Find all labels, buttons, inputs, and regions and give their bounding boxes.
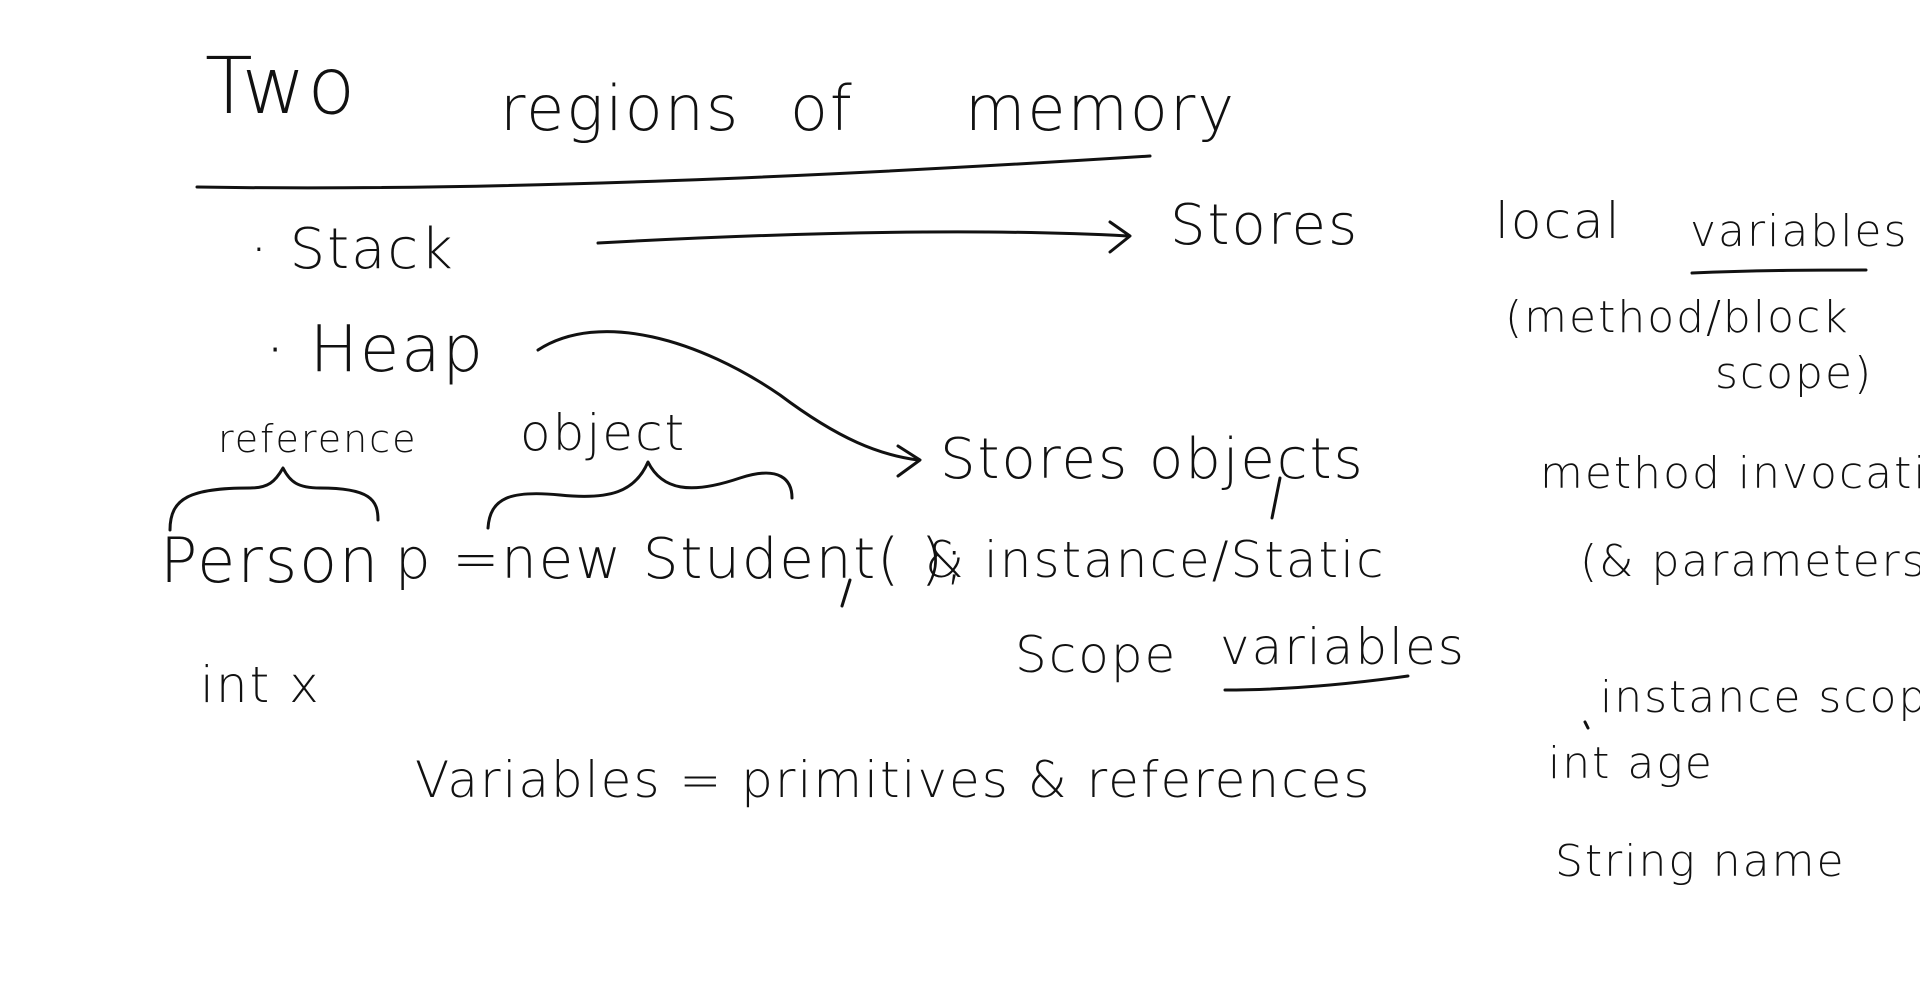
int-age: int age — [1548, 738, 1714, 789]
scope-word: Scope — [1015, 626, 1178, 684]
stack-arrow-head — [1108, 220, 1132, 254]
stores-objects: Stores objects — [940, 427, 1365, 492]
heap-bullet: · Heap — [265, 313, 486, 387]
variables-middle-underline — [1223, 674, 1410, 692]
title-word-memory: memory — [965, 72, 1237, 145]
stack-bullet: · Stack — [250, 217, 455, 282]
stores-stack: Stores — [1170, 193, 1360, 258]
heap-arrow-head — [896, 444, 922, 478]
variables-summary: Variables = primitives & references — [415, 751, 1372, 809]
title-underline — [195, 154, 1152, 190]
object-label: object — [520, 404, 687, 462]
instance-static: & instance/Static — [925, 531, 1386, 589]
person-word: Person — [160, 524, 381, 597]
int-x: int x — [200, 656, 321, 714]
instance-scope-mark — [1583, 720, 1590, 730]
reference-label: reference — [218, 417, 418, 461]
reference-brace — [168, 466, 380, 532]
title-word-regions: regions — [500, 72, 741, 145]
stack-arrow-line — [596, 230, 1130, 245]
scope-close: scope) — [1715, 348, 1874, 399]
title-word-two: Two — [205, 42, 358, 132]
variables-word: variables — [1220, 618, 1466, 676]
title-word-of: of — [790, 72, 854, 145]
variables-right-underline — [1690, 268, 1868, 275]
parameters-note: (& parameters) — [1580, 536, 1920, 587]
string-name: String name — [1555, 836, 1846, 887]
instance-scope: instance scope — [1600, 672, 1920, 723]
object-brace — [486, 460, 794, 530]
variables-right: variables — [1690, 206, 1909, 257]
method-block: (method/block — [1505, 292, 1850, 343]
method-invocations: method invocations — [1540, 448, 1920, 499]
local-word: local — [1495, 192, 1622, 250]
code-rest: p =new Student( ); — [395, 527, 966, 592]
